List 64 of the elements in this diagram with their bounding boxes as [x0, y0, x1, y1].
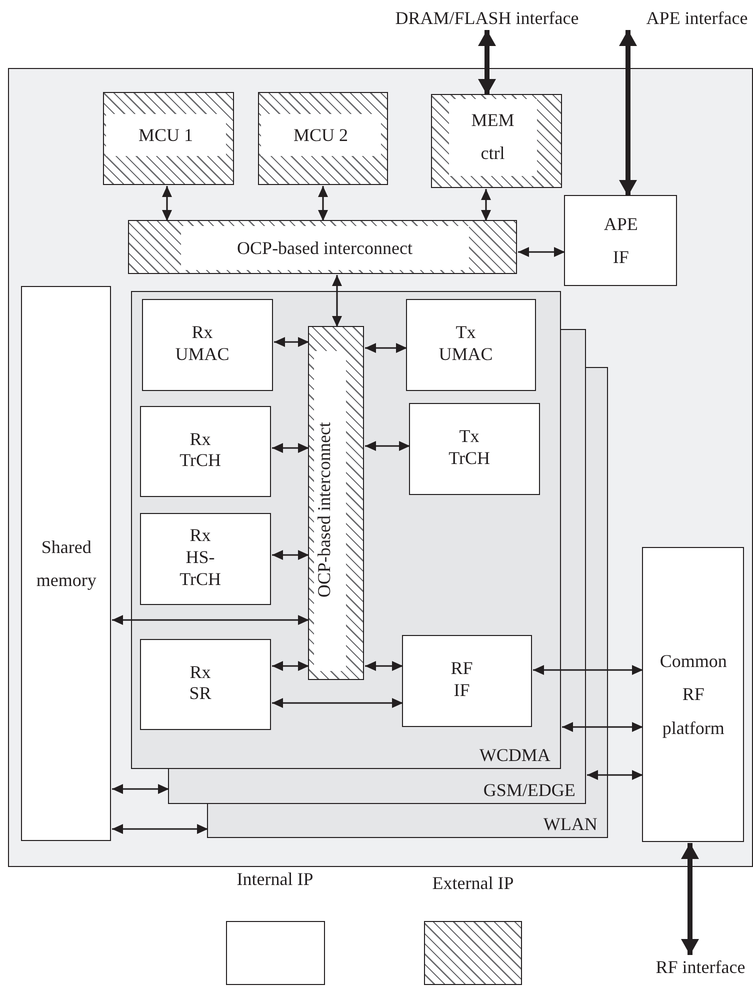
ip-block: [564, 195, 678, 286]
interface-label: DRAM/FLASH interface: [395, 6, 579, 30]
block-label: Rx SR: [189, 662, 212, 705]
mode-panel: [207, 804, 608, 838]
arrow: [365, 343, 407, 353]
block-label: Common RF platform: [660, 650, 727, 740]
interface-label: RF interface: [656, 956, 746, 978]
legend-label: External IP: [431, 873, 515, 894]
arrow: [272, 550, 309, 560]
system-block: [8, 68, 753, 867]
ip-block: [431, 94, 562, 188]
mode-panel: [131, 291, 562, 770]
arrow: [272, 443, 309, 453]
block-label: OCP-based interconnect: [314, 422, 336, 598]
arrow: [318, 186, 328, 221]
ip-block: [140, 406, 271, 497]
ip-block: [140, 512, 271, 605]
arrow: [478, 30, 496, 95]
arrow: [619, 30, 637, 196]
block-label: Tx UMAC: [438, 322, 493, 366]
interface-label: APE interface: [646, 6, 748, 30]
block-label: Rx TrCH: [180, 428, 221, 472]
interconnect-bar: [128, 220, 518, 274]
arrow: [518, 247, 565, 257]
block-label: Tx TrCH: [448, 426, 490, 470]
ip-block: [103, 92, 234, 186]
mode-panel: [168, 769, 586, 804]
arrow: [112, 824, 208, 834]
arrow: [365, 661, 403, 671]
arrow: [481, 189, 491, 221]
arrow: [274, 337, 309, 347]
block-label: OCP-based interconnect: [237, 236, 412, 260]
panel-label: WLAN: [543, 814, 598, 836]
arrow: [272, 698, 403, 708]
legend-label: Internal IP: [236, 869, 314, 890]
panel-label: GSM/EDGE: [483, 780, 576, 802]
ip-block: [408, 402, 540, 495]
arrow: [681, 843, 699, 955]
arrow: [112, 784, 169, 794]
arrow: [112, 615, 309, 625]
rf-platform-block: [642, 547, 744, 842]
block-label: Shared memory: [36, 536, 96, 592]
ip-block: [142, 298, 273, 391]
arrow: [332, 275, 342, 327]
block-label: RF IF: [450, 658, 473, 702]
ip-block: [258, 92, 388, 186]
arrow: [587, 770, 643, 780]
block-label: APE IF: [604, 212, 638, 269]
arrow: [533, 665, 643, 675]
memory-block: [21, 286, 112, 842]
ip-block: [140, 638, 271, 730]
block-label: MCU 1: [138, 124, 194, 146]
interconnect-bar: [308, 326, 364, 680]
panel-label: WCDMA: [479, 744, 550, 766]
block-label: Rx UMAC: [175, 322, 230, 366]
block-label: MEM ctrl: [471, 108, 514, 166]
arrow: [162, 186, 172, 221]
block-label: Rx HS-TrCH: [180, 525, 221, 590]
arrow: [365, 441, 410, 451]
ip-block: [402, 634, 532, 727]
block-label: MCU 2: [294, 124, 348, 146]
arrow: [272, 661, 309, 671]
ip-block: [406, 298, 536, 391]
arrow: [562, 722, 643, 732]
